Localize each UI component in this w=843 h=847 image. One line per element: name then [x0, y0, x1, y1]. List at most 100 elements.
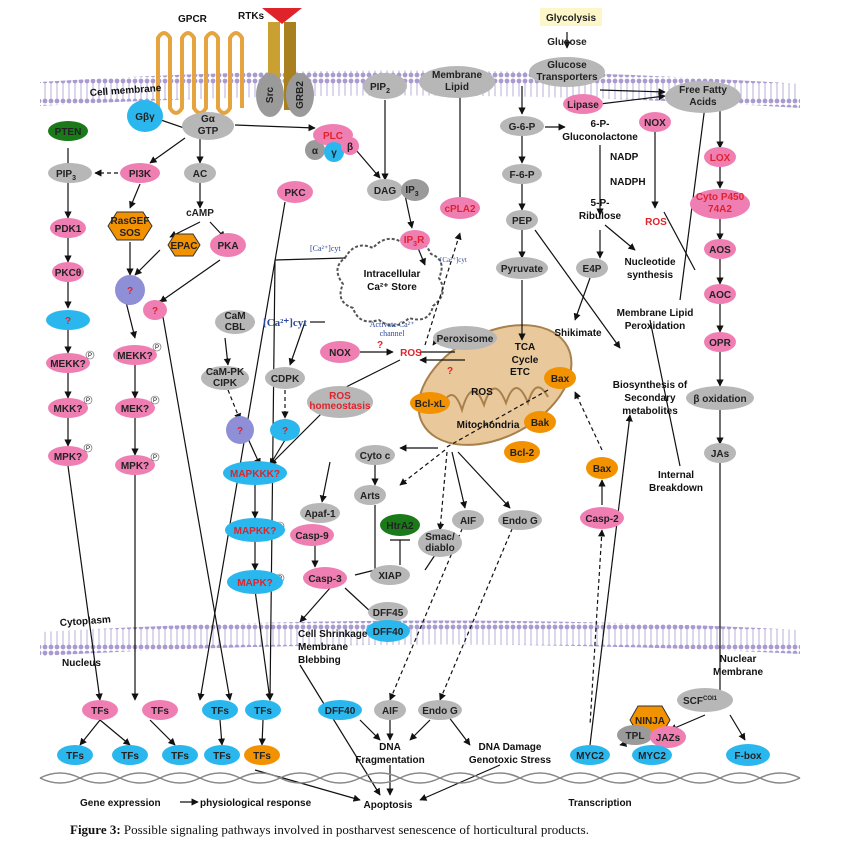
endog-bot-node	[418, 700, 462, 720]
ip3r-node	[400, 230, 430, 250]
glucose-transporters-node	[529, 57, 605, 87]
mlp-label-2: Peroxidation	[625, 321, 686, 332]
tfs-node-1	[82, 700, 118, 720]
dna-helix-icon	[39, 772, 801, 784]
etc-label: ETC	[510, 367, 530, 378]
pyruvate-label: Pyruvate	[501, 264, 544, 275]
ca-store-label-1: Intracellular	[364, 269, 421, 280]
physio-label: physiological response	[200, 798, 312, 809]
internal-label-2: Breakdown	[649, 483, 703, 494]
ip3r-label: IP3R	[404, 235, 425, 248]
beta-ox-label: β oxidation	[693, 394, 746, 405]
smac-label-2: diablo	[425, 543, 454, 554]
ca-cyt-label: [Ca²⁺]cyt	[263, 317, 307, 329]
plc-alpha-node	[305, 140, 325, 160]
dff40-top-node	[366, 620, 410, 642]
cpla2-node	[440, 197, 480, 219]
unknown-node-1	[115, 275, 145, 305]
mkk-left-node	[48, 398, 88, 418]
cell-membrane-label: Cell membrane	[89, 83, 162, 99]
myc2-b-label: MYC2	[638, 751, 666, 762]
pip3-node	[48, 163, 92, 183]
epac-label: EPAC	[170, 241, 197, 252]
endog-bot-label: Endo G	[422, 706, 458, 717]
ninja-label: NINJA	[635, 716, 665, 727]
cytoc-node	[355, 445, 395, 465]
mpk-mid-label: MPK?	[121, 461, 149, 472]
ros-homeo-label-2: homeostasis	[309, 401, 371, 412]
campk-node	[201, 366, 249, 390]
nox-ros-question: ?	[377, 340, 383, 351]
gpcr-label: GPCR	[178, 14, 208, 25]
pten-node	[48, 121, 88, 141]
fbox-node	[726, 744, 770, 766]
ros-homeo-label-1: ROS	[329, 391, 351, 402]
tfs-node-4	[245, 700, 281, 720]
tfs-node-2	[142, 700, 178, 720]
opr-node	[704, 332, 736, 352]
bak-node	[524, 411, 556, 433]
pep-node	[506, 210, 538, 230]
svg-text:P: P	[86, 446, 90, 452]
tfs-label-6: TFs	[121, 751, 139, 762]
pip3-label: PIP3	[56, 169, 76, 182]
glucose-trans-label-1: Glucose	[547, 60, 587, 71]
transcription-label: Transcription	[568, 798, 631, 809]
caption-text: Possible signaling pathways involved in …	[120, 822, 589, 837]
tfs-node-3	[202, 700, 238, 720]
cam-cbl-node	[215, 310, 255, 334]
svg-text:P: P	[155, 345, 159, 351]
src-label: Src	[265, 87, 276, 104]
tpl-node	[617, 725, 653, 745]
lipase-node	[563, 94, 603, 114]
nucleus-label: Nucleus	[62, 658, 101, 669]
tfs-label-1: TFs	[91, 706, 109, 717]
campk-label-2: CIPK	[213, 378, 238, 389]
plc-gamma-node	[324, 142, 344, 162]
apaf1-node	[300, 503, 340, 523]
mkk-left-label: MKK?	[54, 404, 83, 415]
plc-gamma-label: γ	[331, 148, 337, 159]
gby-node	[127, 100, 163, 132]
mekk-mid-node	[113, 345, 157, 365]
mapkk-node	[225, 518, 285, 542]
nucleotide-label-1: Nucleotide	[624, 257, 676, 268]
htra2-node	[380, 514, 420, 536]
tca-label-2: Cycle	[512, 355, 539, 366]
ros-top-label: ROS	[645, 217, 667, 228]
bax-mid-label: Bax	[593, 464, 612, 475]
cytoplasm-label: Cytoplasm	[59, 614, 111, 629]
bcl2-node	[504, 441, 540, 463]
g6p-node	[500, 116, 544, 136]
dff45-node	[368, 602, 408, 622]
opr-label: OPR	[709, 338, 731, 349]
mapk-label: MAPK?	[237, 578, 273, 589]
calcium-store-icon	[336, 237, 444, 327]
pi3k-node	[120, 163, 160, 183]
myc2-a-label: MYC2	[576, 751, 604, 762]
dna-frag-label-2: Fragmentation	[355, 755, 424, 766]
epac-node	[167, 233, 201, 257]
cyto450-label-2: 74A2	[708, 204, 732, 215]
unknown-node-4	[226, 416, 254, 444]
cpla2-label: cPLA2	[444, 204, 476, 215]
membrane-lipid-label-1: Membrane	[432, 70, 482, 81]
cell-shrink-label-1: Cell Shrinkage	[298, 629, 368, 640]
glucose-trans-label-2: Transporters	[536, 72, 598, 83]
glycolysis-label: Glycolysis	[546, 13, 596, 24]
tfs-node-5	[57, 745, 93, 765]
pgl-label-1: 6-P-	[591, 119, 610, 130]
cyto450-node	[690, 189, 750, 219]
tfs-label-3: TFs	[211, 706, 229, 717]
aoc-label: AOC	[709, 290, 731, 301]
ffa-node	[665, 81, 741, 113]
ip3-node	[401, 179, 429, 201]
ac-label: AC	[193, 169, 207, 180]
membrane-lipid-node	[419, 66, 495, 98]
campk-label-1: CaM-PK	[206, 367, 245, 378]
cdpk-node	[265, 367, 305, 389]
nox-node	[320, 341, 360, 363]
ribulose-label-2: Ribulose	[579, 211, 622, 222]
ffa-label-2: Acids	[689, 97, 717, 108]
